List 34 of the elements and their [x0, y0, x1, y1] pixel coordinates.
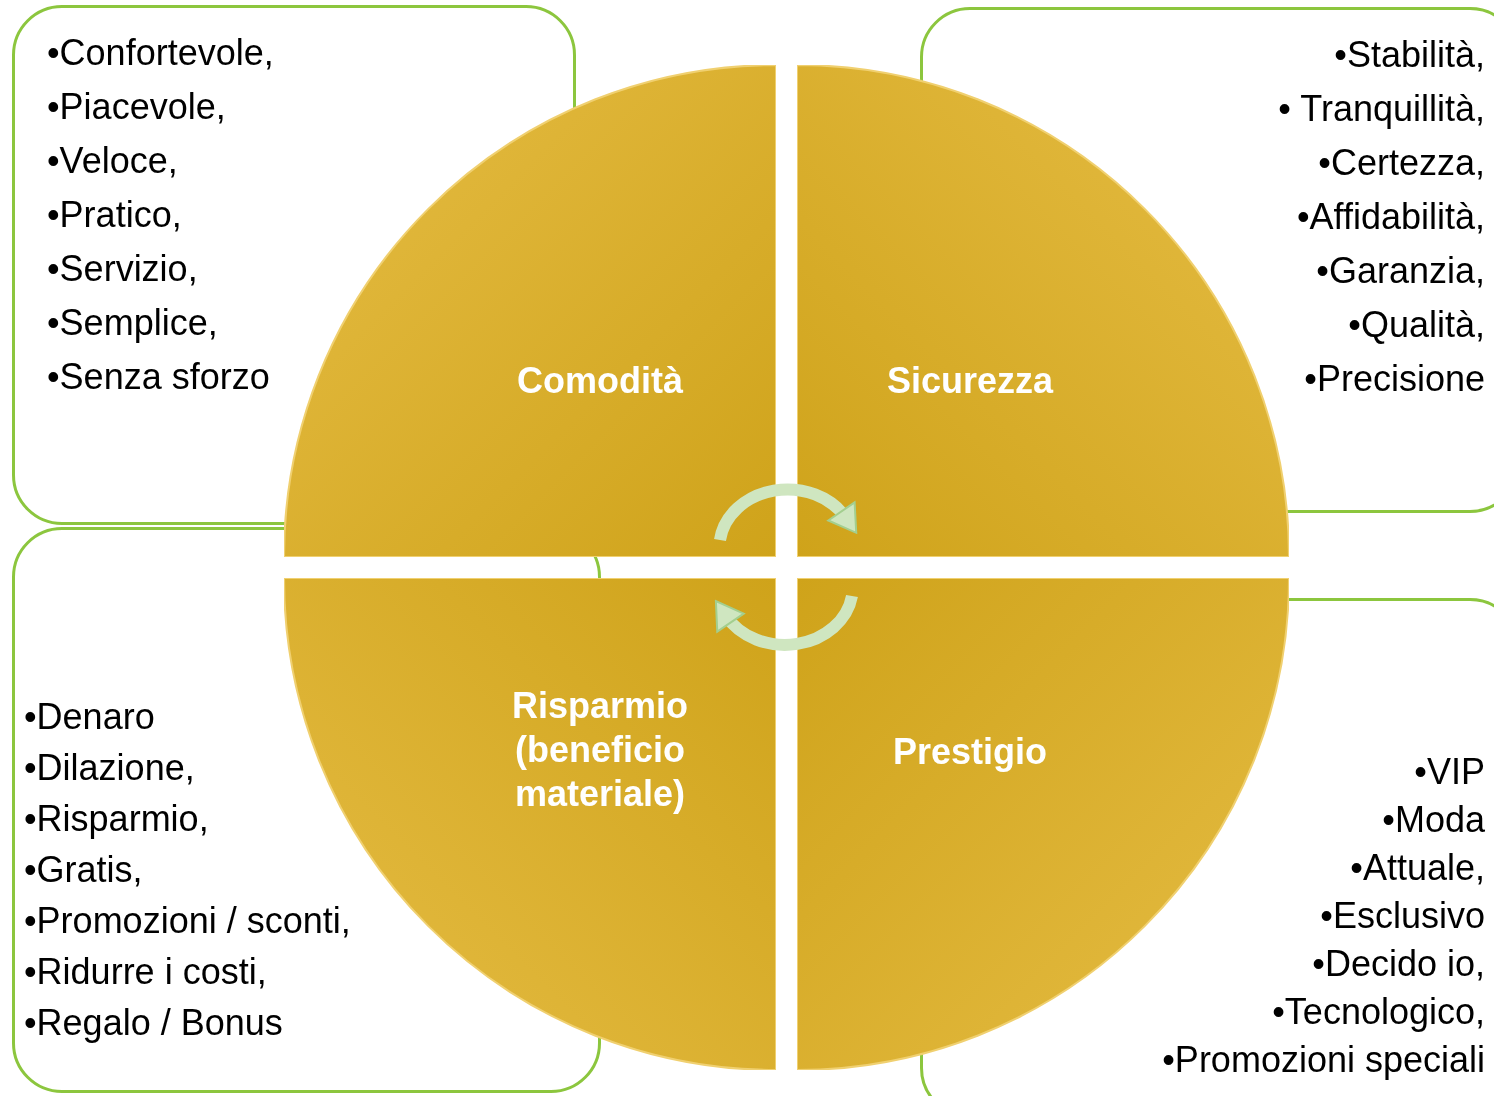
list-item: •Qualità, — [1348, 304, 1485, 345]
list-item: •Tecnologico, — [1272, 991, 1485, 1032]
list-item: •Decido io, — [1312, 943, 1485, 984]
list-item: •Stabilità, — [1334, 34, 1485, 75]
list-item: •Confortevole, — [47, 32, 274, 73]
list-item: •Veloce, — [47, 140, 178, 181]
segment-title: Risparmio (beneficio materiale) — [510, 684, 689, 816]
list-item: •Gratis, — [24, 849, 143, 890]
list-item: •Affidabilità, — [1296, 196, 1485, 237]
list-item: •Regalo / Bonus — [24, 1002, 283, 1043]
list-item: •Moda — [1382, 799, 1485, 840]
list-item: •Pratico, — [47, 194, 182, 235]
list-item: •Precisione — [1304, 358, 1485, 399]
list-item: •Certezza, — [1318, 142, 1485, 183]
segment-title: Sicurezza — [885, 359, 1055, 403]
list-item: •Promozioni / sconti, — [24, 900, 351, 941]
list-item: •VIP — [1414, 751, 1485, 792]
list-item: •Semplice, — [47, 302, 218, 343]
curved-arrow — [714, 483, 859, 542]
list-item: • Tranquillità, — [1278, 88, 1485, 129]
list-item: •Denaro — [24, 696, 155, 737]
list-item: •Promozioni speciali — [1162, 1039, 1485, 1080]
list-item: •Esclusivo — [1320, 895, 1485, 936]
list-item: •Garanzia, — [1316, 250, 1485, 291]
list-item: •Servizio, — [47, 248, 198, 289]
curved-arrow — [713, 594, 858, 651]
list-item: •Attuale, — [1350, 847, 1485, 888]
list-item: •Risparmio, — [24, 798, 209, 839]
list-item: •Dilazione, — [24, 747, 195, 788]
list-item: •Ridurre i costi, — [24, 951, 267, 992]
segment-title: Comodità — [516, 359, 684, 403]
segment-title: Prestigio — [891, 730, 1048, 774]
list-item: •Piacevole, — [47, 86, 226, 127]
list-item: •Senza sforzo — [47, 356, 270, 397]
